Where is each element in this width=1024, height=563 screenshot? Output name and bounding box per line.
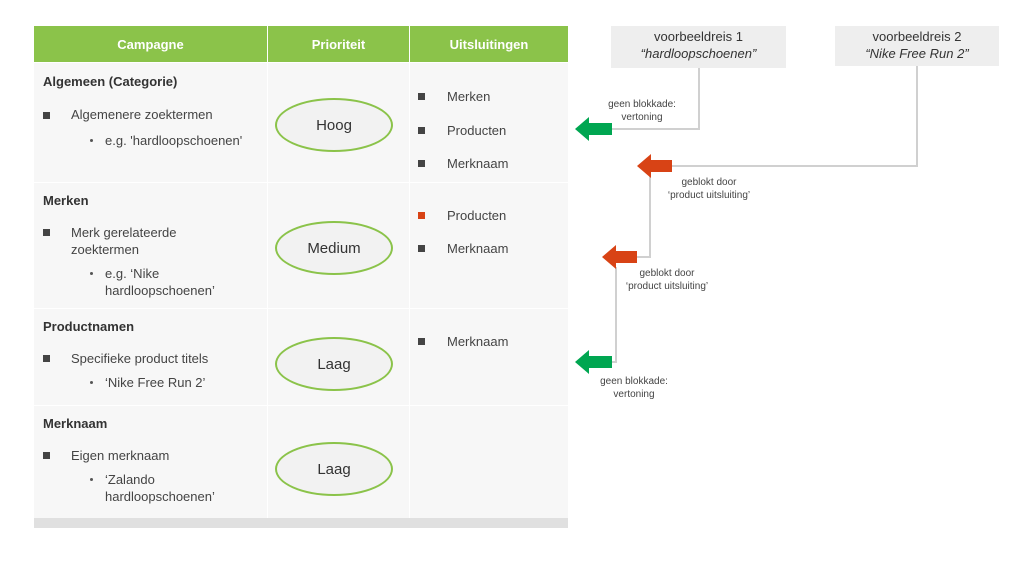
priority-ellipse-medium: Medium bbox=[275, 221, 393, 275]
exclusion-item: Merken bbox=[447, 89, 491, 104]
bullet-square bbox=[43, 355, 50, 362]
priority-ellipse-laag: Laag bbox=[275, 337, 393, 391]
row-bullet-text: Algemenere zoektermen bbox=[71, 107, 213, 122]
row-sub-text: e.g. 'hardloopschoenen' bbox=[105, 133, 243, 148]
note-line: geblokt door bbox=[681, 177, 737, 188]
example-title: voorbeeldreis 1 bbox=[654, 29, 743, 44]
sub-bullet bbox=[90, 478, 93, 481]
bullet-square bbox=[418, 160, 425, 167]
green-arrow-icon bbox=[575, 350, 612, 374]
note-line: geen blokkade: bbox=[600, 376, 668, 387]
row-sub-text-line1: e.g. ‘Nike bbox=[105, 266, 160, 281]
column-divider bbox=[267, 63, 268, 518]
priority-ellipse-laag: Laag bbox=[275, 442, 393, 496]
priority-ellipse-hoog: Hoog bbox=[275, 98, 393, 152]
red-arrow-icon bbox=[637, 154, 672, 178]
example-query: “Nike Free Run 2” bbox=[865, 46, 969, 61]
connector-line bbox=[612, 267, 617, 363]
exclusion-item: Merknaam bbox=[447, 334, 509, 349]
row-divider bbox=[34, 182, 568, 183]
sub-bullet bbox=[90, 381, 93, 384]
example-journey-2: voorbeeldreis 2 “Nike Free Run 2” bbox=[835, 26, 999, 66]
table-footer-bar bbox=[34, 518, 568, 528]
example-query: “hardloopschoenen” bbox=[640, 46, 757, 61]
note-line: vertoning bbox=[613, 389, 655, 400]
connector-line bbox=[612, 66, 700, 130]
example-title: voorbeeldreis 2 bbox=[872, 29, 962, 44]
row-bullet-text-line1: Merk gerelateerde bbox=[71, 225, 177, 240]
note-line: geblokt door bbox=[639, 268, 695, 279]
note-line: ‘product uitsluiting’ bbox=[667, 190, 751, 201]
note-blocked: geblokt door ‘product uitsluiting’ bbox=[614, 267, 720, 293]
row-sub-text: ‘Nike Free Run 2’ bbox=[105, 375, 206, 390]
note-no-block: geen blokkade: vertoning bbox=[592, 375, 676, 401]
header-campaign: Campagne bbox=[34, 26, 267, 62]
sub-bullet bbox=[90, 139, 93, 142]
row-divider bbox=[34, 405, 568, 406]
bullet-square bbox=[418, 245, 425, 252]
row-sub-text-line2: hardloopschoenen’ bbox=[105, 489, 215, 504]
bullet-square bbox=[418, 127, 425, 134]
note-line: geen blokkade: bbox=[608, 99, 676, 110]
note-no-block: geen blokkade: vertoning bbox=[600, 98, 684, 124]
row-divider bbox=[34, 308, 568, 309]
row-bullet-text: Specifieke product titels bbox=[71, 351, 209, 366]
example-journey-1: voorbeeldreis 1 “hardloopschoenen” bbox=[611, 26, 786, 68]
row-title-merknaam: Merknaam bbox=[43, 416, 108, 431]
row-sub-text-line1: ‘Zalando bbox=[105, 472, 155, 487]
row-title-merken: Merken bbox=[43, 193, 89, 208]
bullet-square-highlight bbox=[418, 212, 425, 219]
row-title-algemeen: Algemeen (Categorie) bbox=[43, 74, 178, 89]
bullet-square bbox=[418, 338, 425, 345]
row-title-productnamen: Productnamen bbox=[43, 319, 135, 334]
bullet-square bbox=[43, 229, 50, 236]
row-bullet-text: Eigen merknaam bbox=[71, 448, 170, 463]
sub-bullet bbox=[90, 272, 93, 275]
exclusion-item: Producten bbox=[447, 123, 507, 138]
green-arrow-icon bbox=[575, 117, 612, 141]
row-bullet-text-line2: zoektermen bbox=[71, 242, 139, 257]
header-exclusions: Uitsluitingen bbox=[410, 26, 568, 62]
exclusion-item: Producten bbox=[447, 208, 507, 223]
bullet-square bbox=[418, 93, 425, 100]
connector-line bbox=[672, 64, 918, 167]
header-priority: Prioriteit bbox=[268, 26, 409, 62]
note-blocked: geblokt door ‘product uitsluiting’ bbox=[656, 176, 762, 202]
note-line: ‘product uitsluiting’ bbox=[625, 281, 709, 292]
row-sub-text-line2: hardloopschoenen’ bbox=[105, 283, 215, 298]
bullet-square bbox=[43, 452, 50, 459]
exclusion-item: Merknaam bbox=[447, 241, 509, 256]
note-line: vertoning bbox=[621, 112, 663, 123]
connector-line bbox=[637, 176, 651, 258]
column-divider bbox=[409, 63, 410, 518]
exclusion-item: Merknaam bbox=[447, 156, 509, 171]
bullet-square bbox=[43, 112, 50, 119]
red-arrow-icon bbox=[602, 245, 637, 269]
